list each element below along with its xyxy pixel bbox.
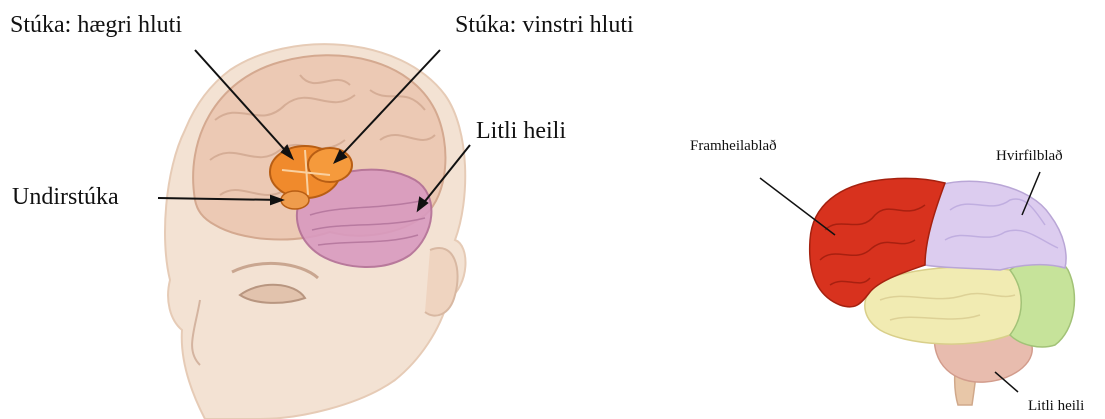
hypothalamus-shape xyxy=(281,191,309,209)
right-brain-diagram xyxy=(810,178,1075,405)
left-head-diagram xyxy=(165,44,465,419)
parietal-lobe-shape xyxy=(925,181,1066,270)
label-cerebellum-right: Litli heili xyxy=(1028,398,1084,414)
label-hypothalamus: Undirstúka xyxy=(12,184,119,210)
label-thalamus-left: Stúka: vinstri hluti xyxy=(455,12,634,38)
label-cerebellum-left: Litli heili xyxy=(476,118,566,144)
label-frontal-lobe: Framheilablað xyxy=(690,138,777,154)
label-thalamus-right: Stúka: hægri hluti xyxy=(10,12,182,38)
label-parietal-lobe: Hvirfilblað xyxy=(996,148,1063,164)
ear-shape xyxy=(425,248,458,316)
